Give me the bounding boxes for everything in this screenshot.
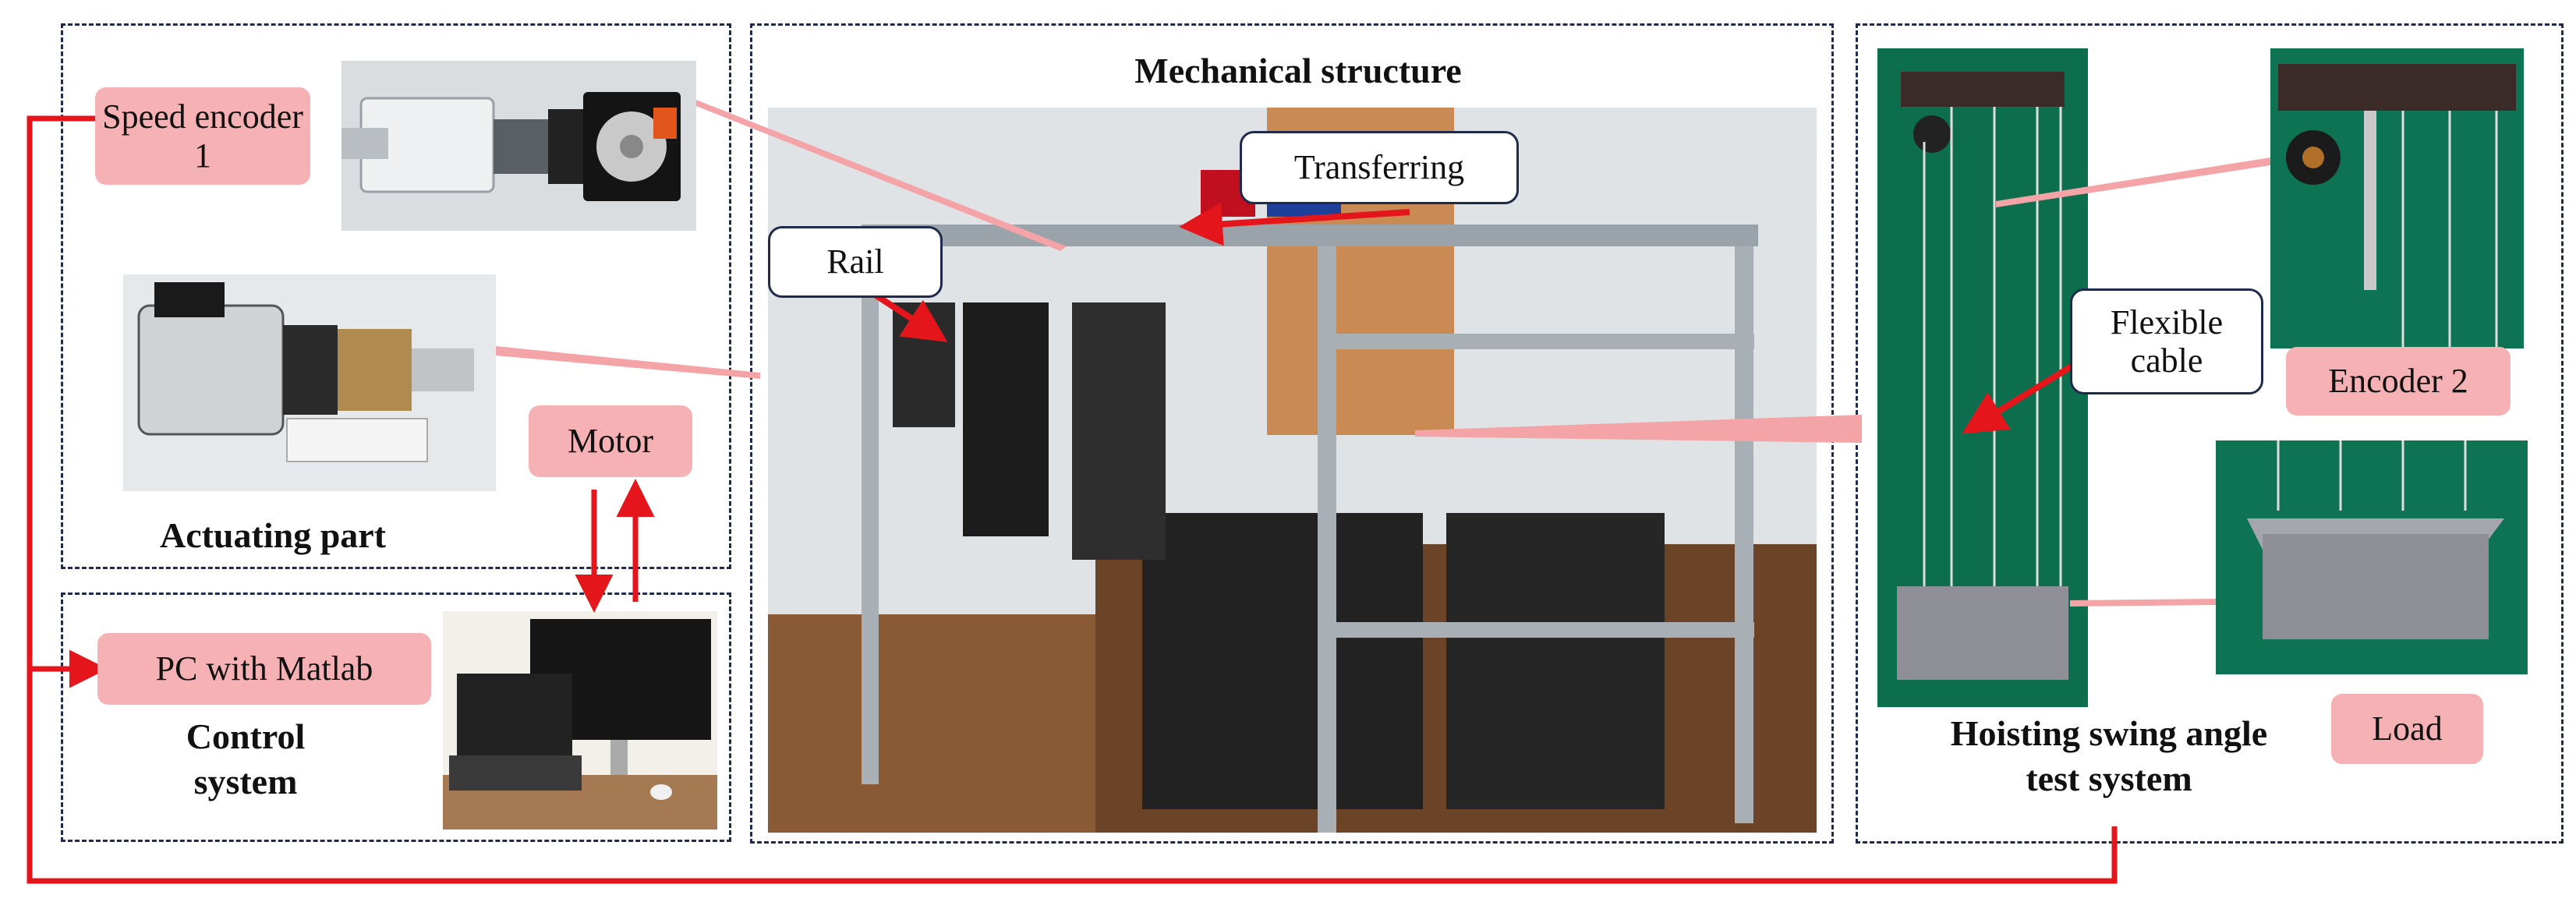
mechanical-structure-title: Mechanical structure bbox=[1134, 51, 1462, 90]
load-tag: Load bbox=[2331, 694, 2483, 764]
flexible-cable-callout: Flexible cable bbox=[2070, 288, 2263, 394]
load-photo bbox=[2216, 440, 2528, 674]
rail-callout: Rail bbox=[768, 226, 943, 298]
pc-with-matlab-tag: PC with Matlab bbox=[97, 633, 431, 705]
pc-photo bbox=[443, 611, 717, 829]
hoisting-system-title: Hoisting swing angle test system bbox=[1950, 713, 2268, 798]
encoder-photo bbox=[341, 61, 696, 231]
encoder2-tag: Encoder 2 bbox=[2286, 347, 2511, 416]
control-system-title: Control system bbox=[186, 716, 306, 801]
motor-tag: Motor bbox=[529, 405, 692, 477]
actuating-part-title: Actuating part bbox=[159, 515, 387, 555]
encoder2-photo bbox=[2270, 48, 2524, 348]
motor-photo bbox=[123, 274, 496, 491]
speed-encoder-tag: Speed encoder 1 bbox=[95, 87, 310, 185]
transferring-callout: Transferring bbox=[1240, 131, 1519, 204]
hoist-photo bbox=[1877, 48, 2088, 707]
mechanical-photo bbox=[768, 108, 1817, 833]
